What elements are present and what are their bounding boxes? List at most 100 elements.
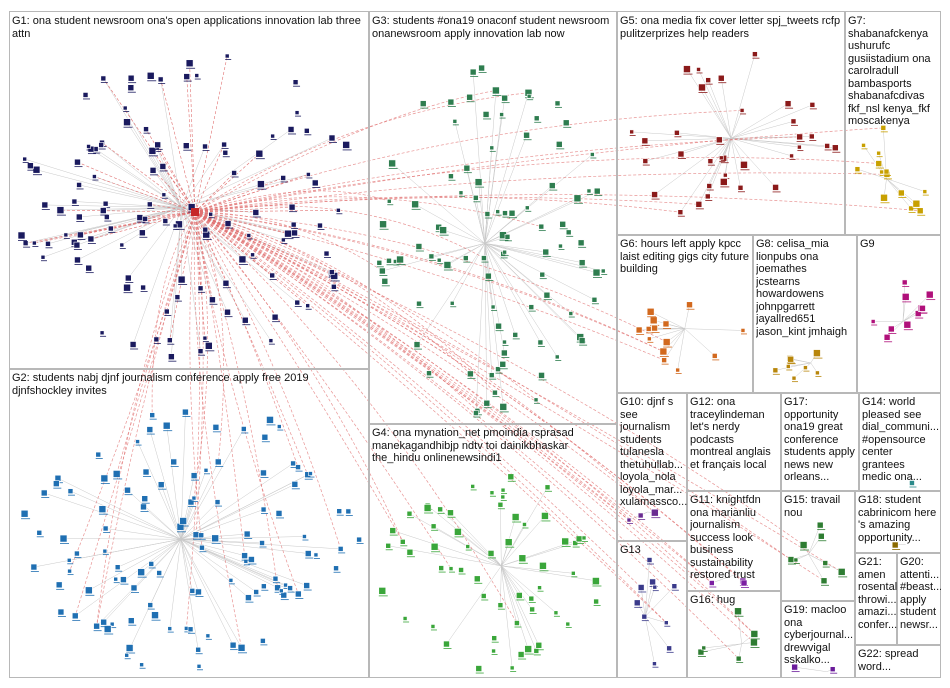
edge-g1 [152, 170, 182, 208]
node-g1 [154, 141, 161, 149]
cross-group-edge [194, 211, 739, 659]
cross-group-edge [194, 190, 390, 213]
node-g2 [146, 426, 154, 433]
node-g4 [511, 513, 520, 521]
node-g1 [185, 59, 194, 68]
cross-group-edge [194, 211, 225, 462]
group-panel-g6 [617, 235, 753, 393]
node-g15 [816, 521, 824, 529]
group-label-g14: G14: world pleased see dial_communi... #… [862, 396, 940, 483]
node-g4 [539, 562, 547, 570]
edge-g1 [160, 79, 182, 208]
node-g1 [224, 308, 231, 316]
edge-g5 [701, 87, 732, 139]
group-label-g16: G16: hug [690, 594, 736, 606]
edge-g2 [180, 539, 278, 588]
edge-g2 [180, 473, 311, 540]
cross-group-edge [194, 211, 667, 623]
edge-g5 [730, 138, 745, 165]
group-panel-g10 [617, 393, 687, 541]
node-g2 [170, 458, 178, 466]
hub-edge [101, 142, 196, 213]
group-panel-g16 [687, 591, 781, 678]
node-g1 [331, 283, 337, 290]
node-g1 [202, 226, 209, 233]
node-g1 [182, 142, 190, 149]
node-g4 [480, 593, 487, 599]
edge-g2 [150, 539, 182, 606]
node-g4 [517, 651, 525, 658]
group-label-g4: G4: ona mynation_net pmoindia rsprasad m… [372, 427, 574, 464]
node-g3 [473, 195, 479, 201]
cross-group-edge [194, 211, 309, 475]
node-g13 [664, 620, 669, 626]
node-g2 [67, 488, 74, 494]
node-g11 [740, 579, 748, 587]
node-g3 [554, 100, 561, 107]
edge-g1 [65, 207, 182, 236]
node-g4 [473, 575, 481, 583]
node-g2 [113, 576, 118, 582]
edge-g1 [60, 207, 182, 211]
hub-edge [194, 172, 235, 213]
node-g2 [237, 644, 246, 652]
node-g5 [784, 100, 792, 107]
node-g3 [388, 159, 396, 168]
node-g3 [565, 229, 572, 236]
node-g9 [903, 320, 912, 329]
node-g4 [406, 548, 414, 556]
node-g2 [261, 433, 269, 441]
node-g4 [385, 542, 392, 549]
node-g2 [295, 590, 302, 598]
edge-g5 [730, 121, 794, 139]
edge-g3 [484, 98, 505, 244]
node-g5 [715, 136, 723, 144]
node-g2 [302, 534, 307, 539]
edge-g15 [808, 554, 825, 581]
node-g4 [509, 665, 515, 671]
node-g3 [411, 200, 419, 209]
edge-g2 [63, 538, 181, 540]
node-g4 [541, 512, 549, 520]
node-g5 [752, 51, 758, 57]
edge-g3 [484, 243, 583, 263]
node-g9 [870, 319, 876, 324]
edge-g5 [730, 138, 776, 188]
node-g3 [578, 337, 586, 344]
node-g1 [146, 71, 155, 80]
node-g1 [92, 174, 97, 179]
group-panel-g1 [9, 11, 369, 369]
edge-g6 [649, 328, 685, 340]
node-g1 [22, 156, 27, 162]
node-g1 [73, 241, 81, 249]
edge-g1 [181, 207, 207, 235]
cross-group-edge [194, 211, 755, 635]
node-g5 [789, 153, 794, 159]
node-g4 [448, 566, 454, 571]
node-g1 [140, 284, 146, 291]
node-g3 [467, 370, 474, 378]
hub-edge [145, 211, 196, 220]
node-g3 [484, 211, 491, 217]
node-g4 [454, 528, 462, 536]
node-g3 [396, 255, 404, 264]
node-g3 [586, 188, 592, 194]
node-g1 [168, 353, 175, 360]
node-g3 [443, 261, 452, 269]
edge-g4 [501, 565, 595, 581]
node-g18 [891, 541, 899, 549]
node-g6 [711, 353, 718, 359]
edge-g5 [730, 110, 743, 139]
node-g15 [799, 541, 808, 549]
edge-g2 [57, 478, 182, 540]
group-label-g12: G12: ona traceylindeman let's nerdy podc… [690, 396, 771, 471]
edge-g6 [650, 311, 685, 329]
node-g3 [448, 173, 454, 180]
hub-edge [145, 129, 196, 213]
node-g5 [629, 129, 634, 135]
node-g1 [246, 233, 252, 238]
node-g3 [568, 311, 574, 316]
node-g2 [356, 536, 362, 543]
edge-g1 [181, 207, 298, 303]
edge-g1 [181, 177, 284, 208]
